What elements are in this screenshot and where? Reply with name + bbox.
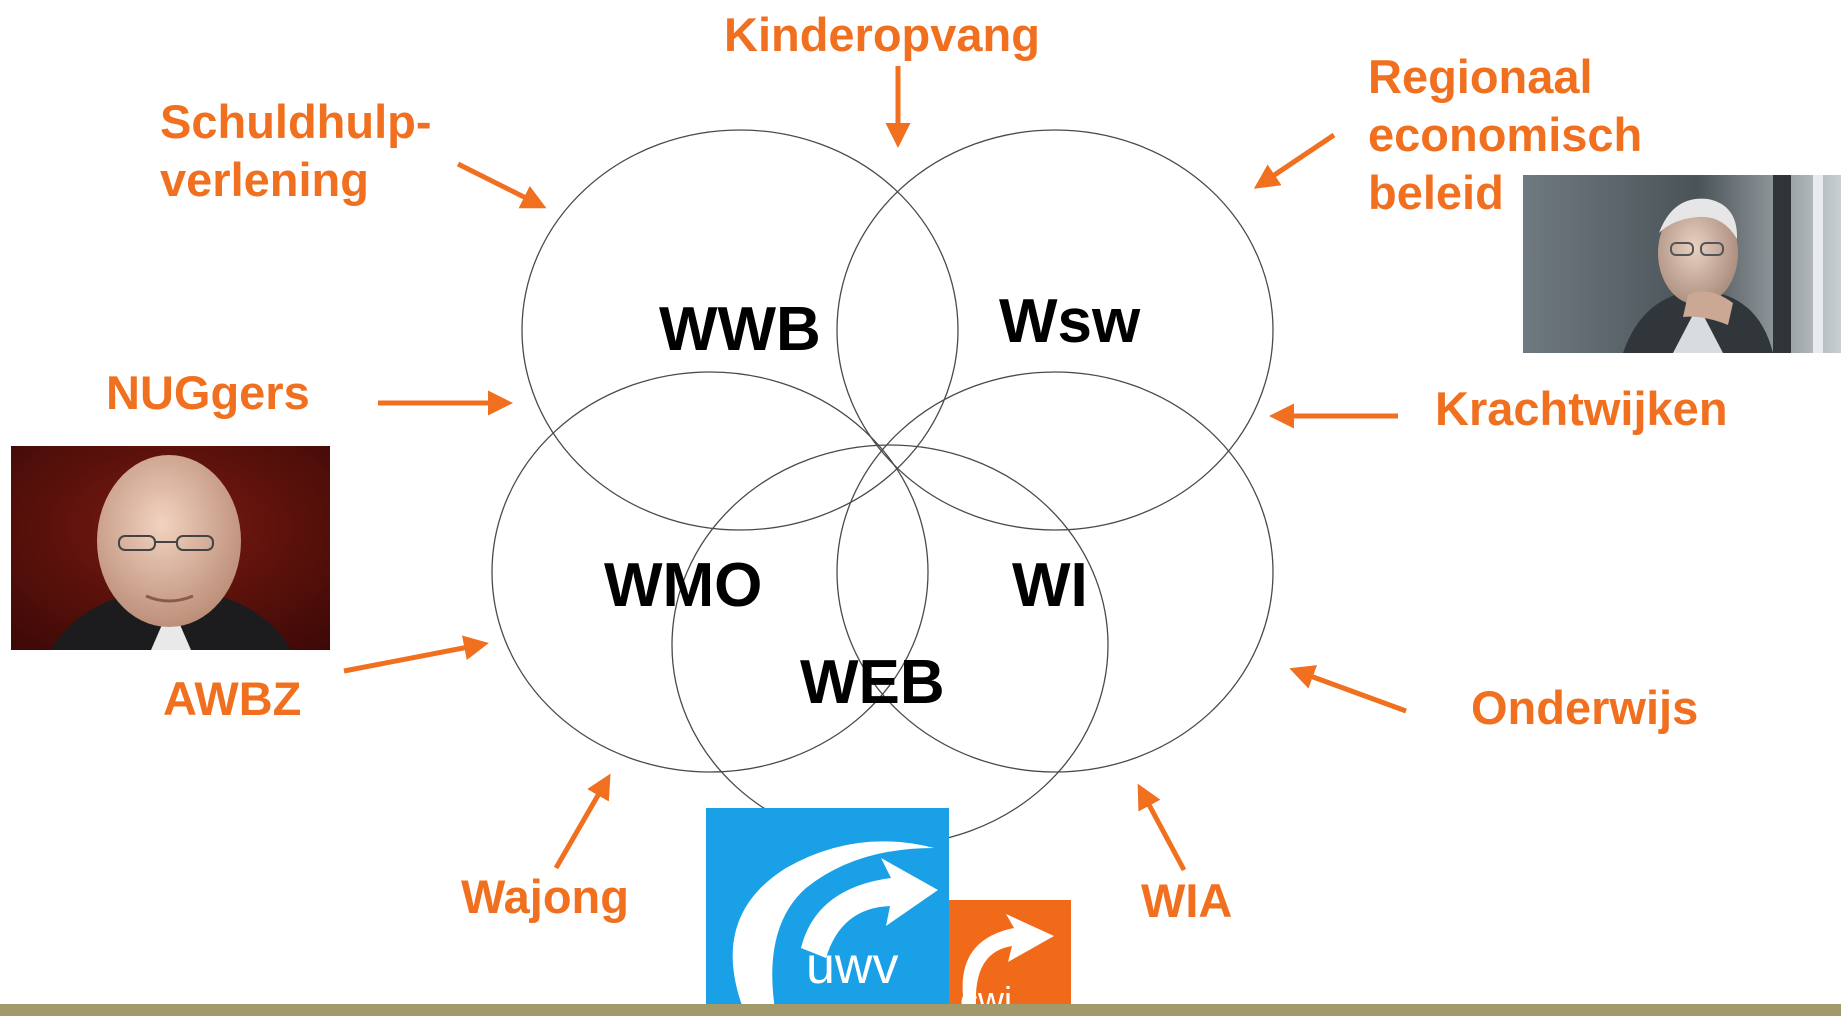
portrait-photo-right — [1523, 175, 1841, 353]
circle-wsw — [836, 129, 1274, 531]
cwi-logo: cwi — [944, 900, 1071, 1004]
label-kinderopvang: Kinderopvang — [724, 8, 1040, 61]
label-schuldhulpverlening: Schuldhulp- verlening — [160, 93, 432, 209]
cwi-logo-text: cwi — [960, 979, 1012, 1005]
law-web: WEB — [800, 648, 945, 717]
label-wia: WIA — [1141, 874, 1233, 927]
label-regionaal-economisch-beleid: Regionaal economisch beleid — [1368, 48, 1642, 222]
arrow-wajong — [553, 773, 611, 870]
law-wi: WI — [1012, 551, 1088, 620]
portrait-photo-left — [11, 446, 330, 650]
circle-wwb — [521, 129, 959, 531]
cwi-swoosh-icon — [962, 914, 1054, 1004]
uwv-logo: uwv — [706, 808, 949, 1016]
portrait-left-image — [11, 446, 330, 650]
label-schuldhulp-line2: verlening — [160, 153, 369, 206]
circle-web — [671, 444, 1109, 846]
label-regionaal-line1: Regionaal — [1368, 50, 1593, 103]
uwv-logo-text: uwv — [806, 937, 899, 995]
arrow-awbz — [343, 635, 489, 674]
label-schuldhulp-line1: Schuldhulp- — [160, 95, 432, 148]
circle-wi — [836, 371, 1274, 773]
arrow-regionaal — [1253, 132, 1336, 189]
label-regionaal-line3: beleid — [1368, 166, 1504, 219]
arrow-schuldhulp — [456, 161, 547, 209]
uwv-swoosh-icon — [732, 841, 938, 1016]
law-wsw: Wsw — [999, 287, 1141, 356]
label-krachtwijken: Krachtwijken — [1435, 382, 1728, 435]
arrow-wia — [1137, 783, 1187, 872]
arrow-onderwijs — [1289, 665, 1407, 714]
label-wajong: Wajong — [461, 870, 629, 923]
portrait-right-image — [1523, 175, 1841, 353]
label-regionaal-line2: economisch — [1368, 108, 1643, 161]
label-nuggers: NUGgers — [106, 366, 310, 419]
label-onderwijs: Onderwijs — [1471, 681, 1699, 734]
law-wmo: WMO — [604, 551, 763, 620]
circle-wmo — [491, 371, 929, 773]
law-wwb: WWB — [659, 295, 821, 364]
footer-bar — [0, 1004, 1841, 1016]
label-awbz: AWBZ — [163, 672, 302, 725]
